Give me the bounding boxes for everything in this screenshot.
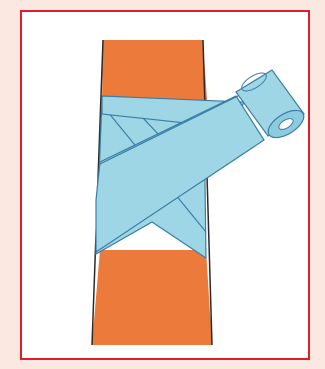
limb-upper (102, 40, 207, 100)
limb-lower (92, 250, 212, 345)
